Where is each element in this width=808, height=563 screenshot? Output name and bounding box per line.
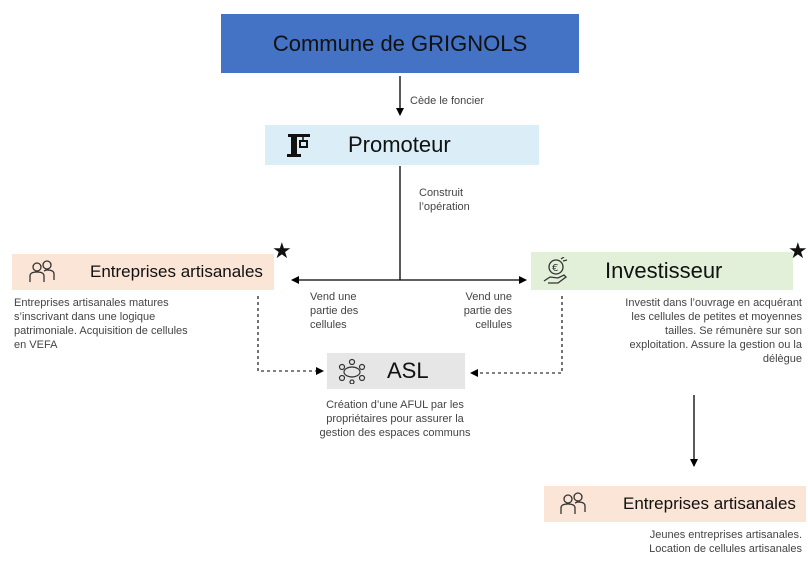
asl-label: ASL bbox=[387, 358, 429, 383]
crane-icon bbox=[287, 132, 311, 158]
asl-box: ASL bbox=[327, 353, 465, 389]
left-company-box: Entreprises artisanales bbox=[12, 254, 274, 290]
investisseur-box: € Investisseur bbox=[531, 252, 793, 290]
investisseur-description: Investit dans l’ouvrage en acquérant les… bbox=[580, 296, 802, 366]
vend-left-label: Vend une partie des cellules bbox=[310, 290, 358, 332]
left-desc-line: s’inscrivant dans une logique bbox=[14, 311, 156, 323]
right-desc-line: Jeunes entreprises artisanales. bbox=[649, 529, 802, 541]
right-company-box: Entreprises artisanales bbox=[544, 486, 806, 522]
right-company-label: Entreprises artisanales bbox=[623, 494, 796, 513]
vend-left-line3: cellules bbox=[310, 319, 347, 331]
asl-desc-line: Création d’une AFUL par les bbox=[326, 399, 464, 411]
promoteur-box: Promoteur bbox=[265, 125, 539, 165]
asl-desc-line: gestion des espaces communs bbox=[319, 427, 471, 439]
left-desc-line: Entreprises artisanales matures bbox=[14, 297, 169, 309]
people-icon bbox=[29, 260, 55, 284]
investisseur-star: ★ bbox=[788, 238, 808, 263]
people-icon bbox=[560, 492, 586, 516]
vend-right-label: Vend une partie des cellules bbox=[440, 290, 512, 332]
left-company-star: ★ bbox=[272, 238, 292, 263]
investisseur-desc-line: exploitation. Assure la gestion ou la bbox=[629, 339, 802, 351]
asl-description: Création d’une AFUL par les propriétaire… bbox=[285, 398, 505, 440]
vend-right-line1: Vend une bbox=[465, 291, 513, 303]
investisseur-label: Investisseur bbox=[605, 258, 723, 283]
left-desc-line: en VEFA bbox=[14, 339, 58, 351]
investisseur-desc-line: les cellules de petites et moyennes bbox=[631, 311, 802, 323]
investisseur-desc-line: Investit dans l’ouvrage en acquérant bbox=[625, 297, 802, 309]
svg-text:€: € bbox=[552, 263, 558, 274]
commune-label: Commune de GRIGNOLS bbox=[272, 30, 528, 56]
vend-left-line2: partie des bbox=[310, 305, 359, 317]
vend-right-line3: cellules bbox=[475, 319, 512, 331]
vend-left-line1: Vend une bbox=[310, 291, 357, 303]
meeting-table-icon bbox=[338, 358, 366, 384]
construit-line2: l’opération bbox=[419, 201, 470, 213]
cede-label: Cède le foncier bbox=[410, 95, 484, 107]
investisseur-desc-line: délègue bbox=[762, 353, 802, 365]
commune-box: Commune de GRIGNOLS bbox=[221, 14, 579, 73]
dashed-left-to-asl bbox=[257, 296, 322, 372]
asl-desc-line: propriétaires pour assurer la bbox=[326, 413, 464, 425]
right-desc-line: Location de cellules artisanales bbox=[649, 543, 802, 555]
left-company-label: Entreprises artisanales bbox=[90, 262, 263, 281]
money-hand-icon: € bbox=[543, 257, 569, 285]
right-company-description: Jeunes entreprises artisanales. Location… bbox=[590, 528, 802, 556]
construit-label: Construit l’opération bbox=[419, 186, 470, 214]
left-desc-line: patrimoniale. Acquisition de cellules bbox=[14, 325, 188, 337]
promoteur-label: Promoteur bbox=[348, 132, 451, 157]
investisseur-desc-line: tailles. Se rémunère sur son bbox=[665, 325, 802, 337]
construit-line1: Construit bbox=[419, 187, 464, 199]
dashed-investisseur-to-asl bbox=[472, 296, 563, 374]
vend-right-line2: partie des bbox=[463, 305, 512, 317]
left-company-description: Entreprises artisanales matures s’inscri… bbox=[14, 296, 188, 352]
